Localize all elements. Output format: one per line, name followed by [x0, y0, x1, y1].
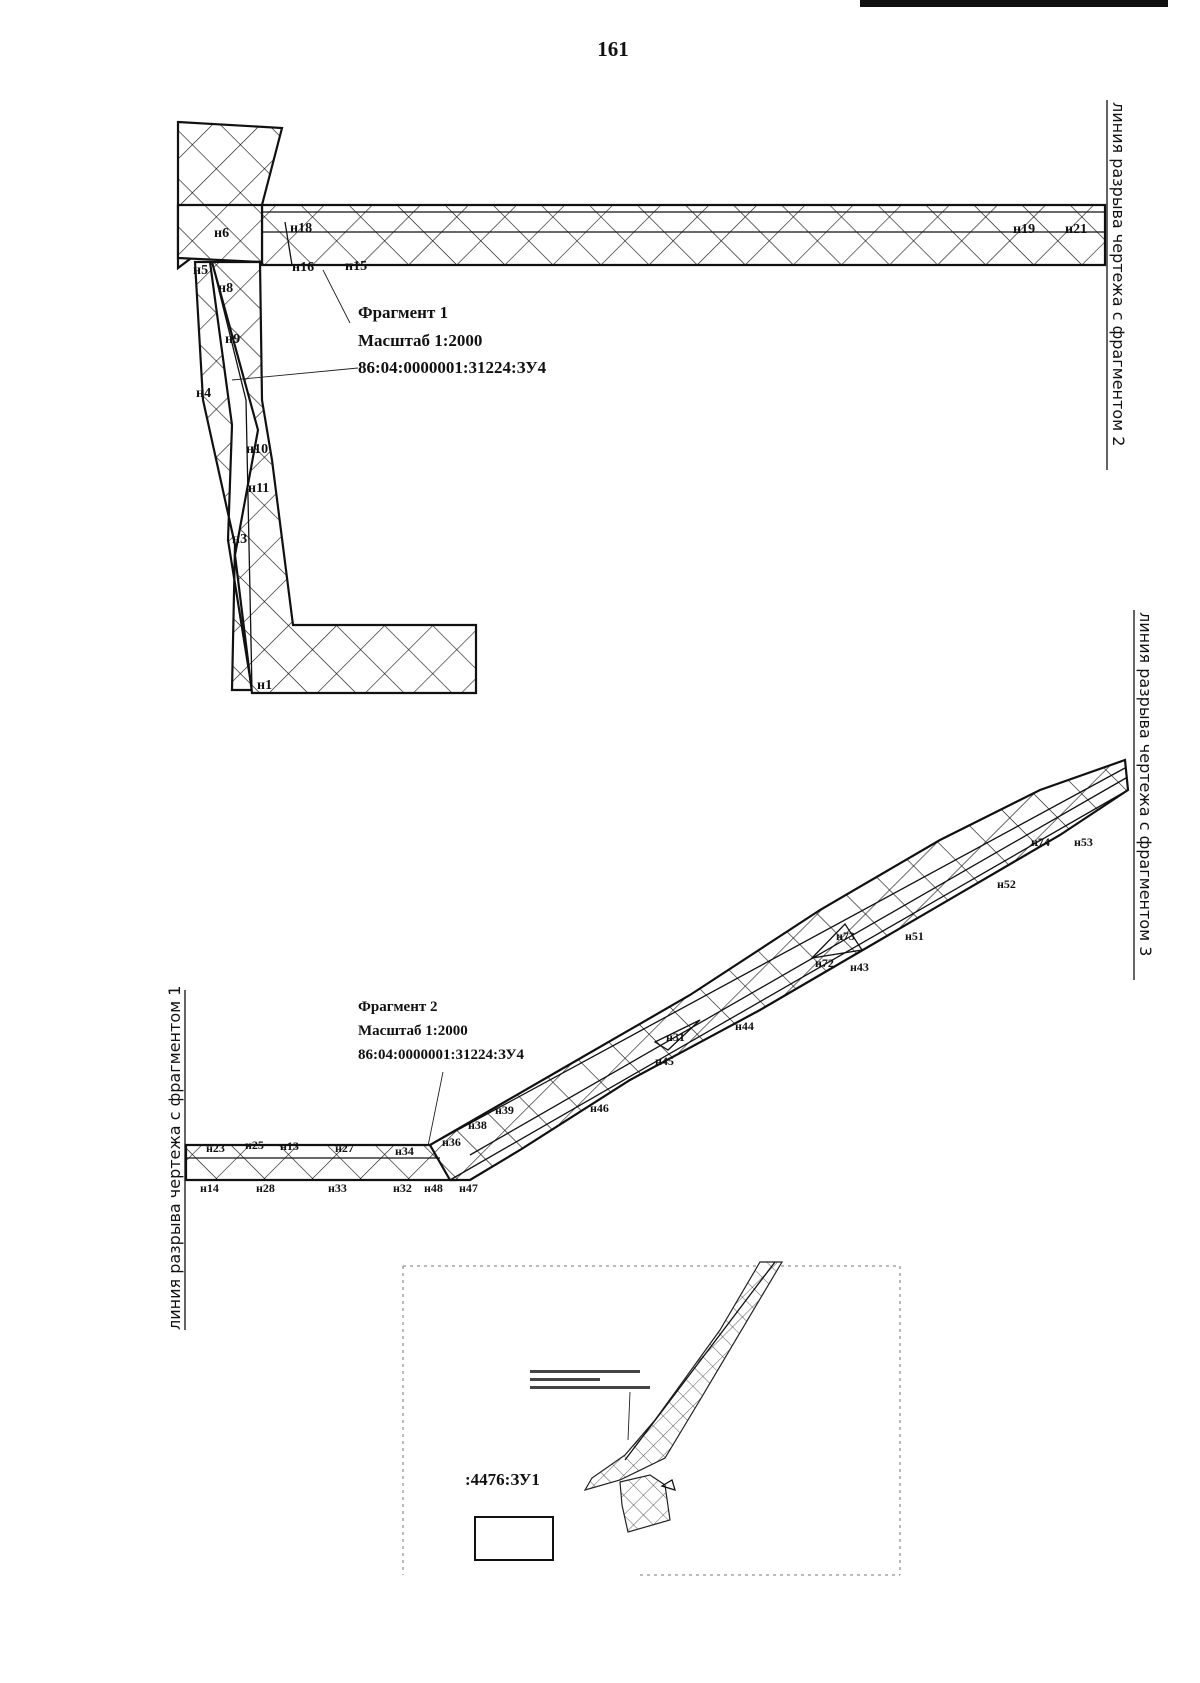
svg-text:линия разрыва чертежа с фрагме: линия разрыва чертежа с фрагментом 2: [1109, 102, 1128, 446]
fragment-1-leader-2: [231, 367, 359, 381]
break-line-fragment-3: линия разрыва чертежа с фрагментом 3: [1133, 610, 1155, 980]
point-label: н9: [225, 332, 240, 347]
point-label: н28: [256, 1181, 275, 1195]
point-label: н39: [495, 1103, 514, 1117]
point-label: н74: [1031, 835, 1050, 849]
point-label: н73: [836, 929, 855, 943]
point-label: н15: [345, 259, 367, 274]
point-label: н72: [815, 956, 834, 970]
point-label: н46: [590, 1101, 609, 1115]
fragment-1-scale: Масштаб 1:2000: [358, 331, 482, 350]
fragment-1-parcel: 86:04:0000001:31224:ЗУ4: [358, 358, 547, 377]
fragment-2-scale: Масштаб 1:2000: [358, 1023, 468, 1039]
inset-parcel-label: :4476:ЗУ1: [465, 1470, 540, 1489]
break-line-fragment-2: линия разрыва чертежа с фрагментом 2: [1106, 100, 1128, 470]
point-label: н32: [393, 1181, 412, 1195]
point-label: н6: [214, 226, 229, 241]
point-label: н1: [257, 678, 272, 693]
point-label: н45: [655, 1054, 674, 1068]
point-label: н51: [905, 929, 924, 943]
point-label: н38: [468, 1118, 487, 1132]
fragment-2-parcel: 86:04:0000001:31224:ЗУ4: [358, 1047, 525, 1063]
point-label: н23: [206, 1141, 225, 1155]
break-line-fragment-1: линия разрыва чертежа с фрагментом 1: [165, 986, 186, 1330]
point-label: н8: [218, 281, 233, 296]
page-number: 161: [597, 37, 629, 61]
point-label: н16: [292, 260, 314, 275]
point-label: н11: [248, 481, 269, 496]
point-label: н31: [666, 1030, 685, 1044]
point-label: н14: [200, 1181, 219, 1195]
fragment-2-leader: [427, 1071, 444, 1147]
point-label: н34: [395, 1144, 414, 1158]
point-label: н52: [997, 877, 1016, 891]
fragment-1-title: Фрагмент 1: [358, 303, 448, 322]
point-label: н36: [442, 1135, 461, 1149]
fragment-2-title: Фрагмент 2: [358, 999, 437, 1015]
point-label: н13: [280, 1139, 299, 1153]
svg-text:линия разрыва чертежа с фрагме: линия разрыва чертежа с фрагментом 3: [1136, 612, 1155, 956]
point-label: н5: [193, 263, 208, 278]
point-label: н25: [245, 1138, 264, 1152]
point-label: н10: [246, 442, 268, 457]
inset-overview: [402, 1261, 901, 1576]
point-label: н27: [335, 1141, 354, 1155]
fragment-2-drawing: [184, 758, 1130, 1182]
top-rule: [860, 0, 1168, 7]
point-label: н3: [232, 532, 247, 547]
point-label: н4: [196, 386, 211, 401]
point-label: н33: [328, 1181, 347, 1195]
point-label: н47: [459, 1181, 478, 1195]
point-label: н18: [290, 221, 312, 236]
svg-text:линия разрыва чертежа с фрагме: линия разрыва чертежа с фрагментом 1: [165, 986, 184, 1330]
fragment-1-drawing: [176, 120, 1107, 695]
point-label: н19: [1013, 222, 1035, 237]
point-label: н48: [424, 1181, 443, 1195]
point-label: н53: [1074, 835, 1093, 849]
point-label: н43: [850, 960, 869, 974]
fragment-1-leader: [322, 269, 351, 324]
point-label: н44: [735, 1019, 754, 1033]
point-label: н21: [1065, 222, 1087, 237]
